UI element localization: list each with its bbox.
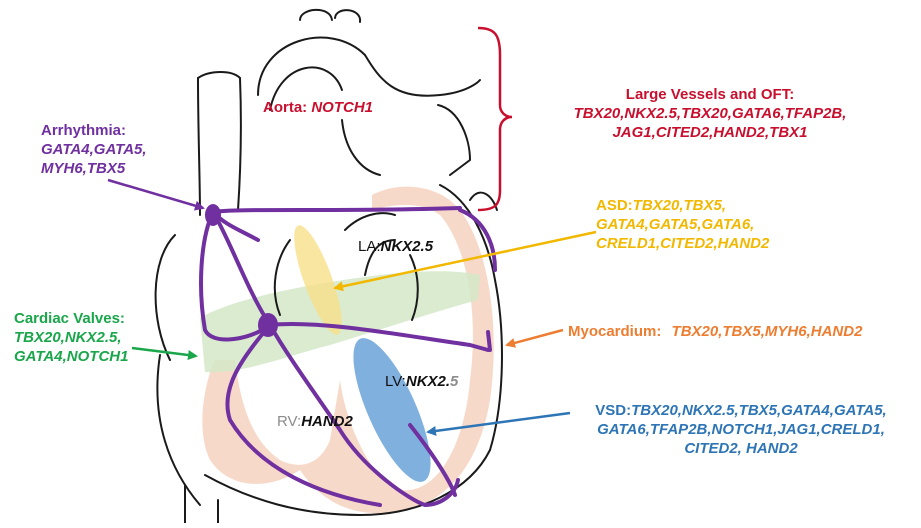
vsd-genes-line2: GATA6,TFAP2B,NOTCH1,JAG1,CRELD1, (566, 420, 916, 439)
arrhythmia-title: Arrhythmia: (41, 121, 147, 140)
lv-label: LV:NKX2.5 (385, 372, 458, 391)
myocardium-arrow (507, 330, 563, 345)
large-vessels-title: Large Vessels and OFT: (530, 85, 890, 104)
av-node (258, 313, 278, 337)
rv-genes: HAND2 (301, 413, 353, 430)
cardiac-valves-arrow (132, 348, 196, 356)
asd-label: ASD:TBX20,TBX5, GATA4,GATA5,GATA6, CRELD… (596, 196, 769, 253)
myocardium-genes: TBX20,TBX5,MYH6,HAND2 (672, 323, 863, 340)
asd-genes-line3: CRELD1,CITED2,HAND2 (596, 234, 769, 253)
arrhythmia-label: Arrhythmia: GATA4,GATA5, MYH6,TBX5 (41, 121, 147, 178)
la-title: LA: (358, 238, 381, 255)
cardiac-valves-genes-line1: TBX20,NKX2.5, (14, 328, 128, 347)
large-vessels-label: Large Vessels and OFT: TBX20,NKX2.5,TBX2… (530, 85, 890, 142)
large-vessels-genes-line1: TBX20,NKX2.5,TBX20,GATA6,TFAP2B, (530, 104, 890, 123)
asd-genes-line2: GATA4,GATA5,GATA6, (596, 215, 769, 234)
sa-node (205, 204, 221, 226)
cardiac-valves-label: Cardiac Valves: TBX20,NKX2.5, GATA4,NOTC… (14, 309, 128, 366)
la-genes: NKX2.5 (381, 238, 434, 255)
aorta-label: Aorta: NOTCH1 (263, 98, 373, 117)
rv-label: RV:HAND2 (277, 412, 353, 431)
large-vessels-genes-line2: JAG1,CITED2,HAND2,TBX1 (530, 123, 890, 142)
arrhythmia-arrow (108, 180, 203, 208)
rv-title: RV: (277, 413, 301, 430)
aorta-genes: NOTCH1 (311, 99, 373, 116)
lv-title: LV: (385, 373, 406, 390)
asd-genes-line1: TBX20,TBX5, (633, 197, 726, 214)
cardiac-valves-genes-line2: GATA4,NOTCH1 (14, 347, 128, 366)
vsd-arrow (428, 413, 570, 432)
cardiac-valves-title: Cardiac Valves: (14, 309, 128, 328)
arrhythmia-genes-line2: MYH6,TBX5 (41, 159, 147, 178)
vsd-genes-line3: CITED2, HAND2 (566, 439, 916, 458)
vsd-title: VSD: (595, 402, 631, 419)
large-vessels-bracket (478, 28, 512, 210)
myocardium-label: Myocardium: TBX20,TBX5,MYH6,HAND2 (568, 322, 862, 341)
lv-genes-suffix: 5 (450, 373, 458, 390)
la-label: LA:NKX2.5 (358, 237, 433, 256)
aorta-title: Aorta: (263, 99, 307, 116)
lv-genes: NKX2. (406, 373, 450, 390)
myocardium-title: Myocardium: (568, 323, 661, 340)
vsd-label: VSD:TBX20,NKX2.5,TBX5,GATA4,GATA5, GATA6… (566, 401, 916, 458)
arrhythmia-genes-line1: GATA4,GATA5, (41, 140, 147, 159)
vsd-genes-line1: TBX20,NKX2.5,TBX5,GATA4,GATA5, (631, 402, 887, 419)
asd-title: ASD: (596, 197, 633, 214)
